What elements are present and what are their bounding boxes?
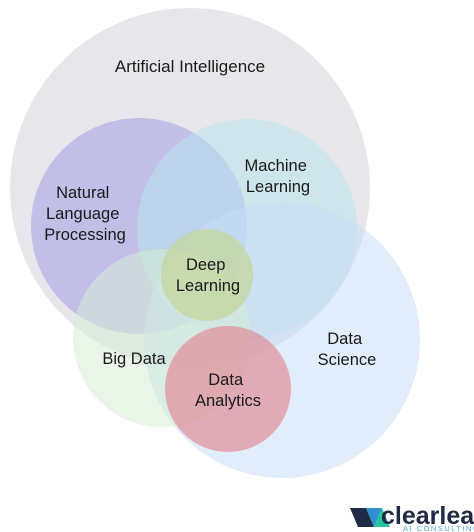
label-machine-learning: Machine Learning [245,157,312,196]
label-data-science: Data Science [318,330,377,369]
logo-tagline: AI CONSULTING [403,524,474,532]
logo-mark-blue-part [366,508,382,527]
label-big-data: Big Data [102,350,166,368]
circle-data-analytics [165,326,291,452]
label-deep-learning: Deep Learning [176,256,240,295]
circle-deep-learning [161,229,253,321]
clearlead-mark-icon [350,508,390,527]
label-data-analytics: Data Analytics [195,371,261,410]
logo-wordmark: clearlead [381,502,474,530]
clearlead-logo: clearlead AI CONSULTING [350,502,474,532]
logo-mark-green-part [374,508,390,527]
label-artificial-intelligence: Artificial Intelligence [115,57,265,76]
label-natural-language-processing: Natural Language Processing [44,184,126,244]
